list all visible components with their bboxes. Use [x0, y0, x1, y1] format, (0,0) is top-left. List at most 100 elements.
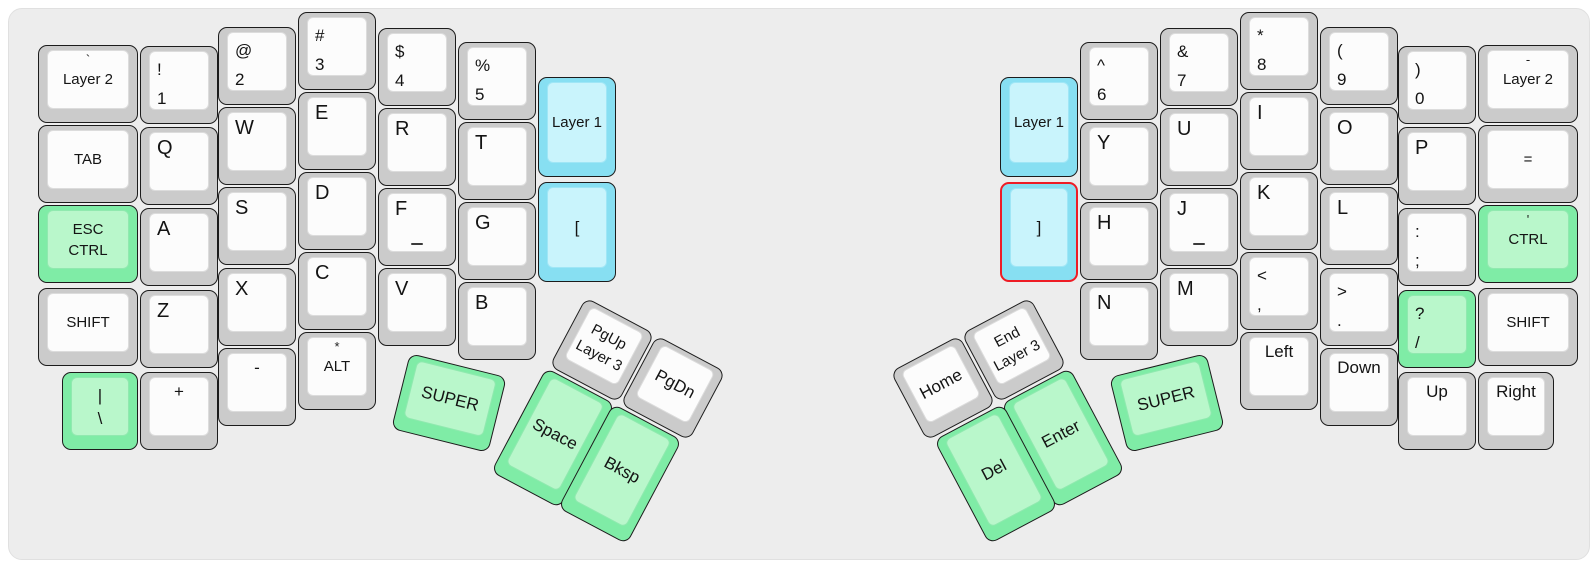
key-label: ?	[1415, 304, 1425, 323]
key-label-group: PgDn	[636, 345, 714, 423]
key-0-paren[interactable]: )0	[1398, 46, 1476, 124]
key-question-slash[interactable]: ?/	[1398, 290, 1476, 368]
key-u[interactable]: U	[1160, 108, 1238, 186]
key-label-group: N	[1097, 291, 1111, 316]
key-label: '	[1526, 212, 1530, 227]
homing-bump	[1193, 243, 1205, 245]
key-5-percent[interactable]: %5	[458, 42, 536, 120]
key-equals[interactable]: =	[1478, 125, 1578, 203]
key-y[interactable]: Y	[1080, 122, 1158, 200]
keycap-top: [	[547, 187, 607, 268]
key-left-bracket[interactable]: [	[538, 182, 616, 282]
keycap-top: F	[387, 193, 447, 252]
keycap-top: |\	[71, 377, 129, 436]
keycap-top: D	[307, 177, 367, 236]
key-a[interactable]: A	[140, 208, 218, 286]
key-c[interactable]: C	[298, 252, 376, 330]
key-g[interactable]: G	[458, 202, 536, 280]
key-plus[interactable]: +	[140, 372, 218, 450]
key-v[interactable]: V	[378, 268, 456, 346]
key-pipe-backslash[interactable]: |\	[62, 372, 138, 450]
key-period[interactable]: >.	[1320, 268, 1398, 346]
key-arrow-down[interactable]: Down	[1320, 348, 1398, 426]
key-label-group: #3	[315, 21, 324, 79]
key-o[interactable]: O	[1320, 107, 1398, 185]
key-l[interactable]: L	[1320, 187, 1398, 265]
keycap-top: *8	[1249, 17, 1309, 76]
key-label-group: A	[157, 217, 170, 242]
key-w[interactable]: W	[218, 107, 296, 185]
key-label-group: Z	[157, 299, 169, 324]
key-label: O	[1337, 117, 1353, 139]
key-1-exclaim[interactable]: !1	[140, 46, 218, 124]
key-t[interactable]: T	[458, 122, 536, 200]
key-8-asterisk[interactable]: *8	[1240, 12, 1318, 90]
key-label-group: SUPER	[404, 361, 495, 436]
key-2-at[interactable]: @2	[218, 27, 296, 105]
key-shift-left[interactable]: SHIFT	[38, 288, 138, 366]
keycap-top: =	[1487, 130, 1569, 189]
key-label: -	[1525, 52, 1531, 67]
key-label-group: Layer 2	[48, 51, 128, 108]
key-i[interactable]: I	[1240, 92, 1318, 170]
key-minus-left[interactable]: -	[218, 348, 296, 426]
key-layer1-left[interactable]: Layer 1	[538, 77, 616, 177]
key-6-caret[interactable]: ^6	[1080, 42, 1158, 120]
key-label: Y	[1097, 132, 1111, 154]
key-semicolon[interactable]: :;	[1398, 208, 1476, 286]
key-arrow-left[interactable]: Left	[1240, 332, 1318, 410]
keycap-top: @2	[227, 32, 287, 91]
key-n[interactable]: N	[1080, 282, 1158, 360]
key-shift-right[interactable]: SHIFT	[1478, 288, 1578, 366]
key-e[interactable]: E	[298, 92, 376, 170]
key-k[interactable]: K	[1240, 172, 1318, 250]
key-tab[interactable]: TAB	[38, 125, 138, 203]
keycap-top: X	[227, 273, 287, 332]
key-h[interactable]: H	[1080, 202, 1158, 280]
key-x[interactable]: X	[218, 268, 296, 346]
key-z[interactable]: Z	[140, 290, 218, 368]
key-label: I	[1257, 102, 1263, 124]
key-label: Enter	[1038, 416, 1084, 452]
keycap-top: P	[1407, 132, 1467, 191]
key-p[interactable]: P	[1398, 127, 1476, 205]
key-layer1-right[interactable]: Layer 1	[1000, 77, 1078, 177]
key-label: K	[1257, 182, 1271, 204]
key-label: X	[235, 278, 249, 300]
key-label: V	[395, 278, 409, 300]
key-q[interactable]: Q	[140, 127, 218, 205]
key-label-group: Home	[902, 345, 980, 423]
key-r[interactable]: R	[378, 108, 456, 186]
key-arrow-right[interactable]: Right	[1478, 372, 1554, 450]
keycap-top: J	[1169, 193, 1229, 252]
key-comma[interactable]: <,	[1240, 252, 1318, 330]
key-label-group: D	[315, 181, 329, 206]
key-3-hash[interactable]: #3	[298, 12, 376, 90]
keycap-top: Down	[1329, 353, 1389, 412]
key-j[interactable]: J	[1160, 188, 1238, 266]
key-label: Bksp	[600, 452, 644, 488]
keycap-top: )0	[1407, 51, 1467, 110]
key-7-amp[interactable]: &7	[1160, 28, 1238, 106]
key-4-dollar[interactable]: $4	[378, 28, 456, 106]
key-label-group: SHIFT	[1488, 294, 1568, 351]
key-f[interactable]: F	[378, 188, 456, 266]
key-label-group: X	[235, 277, 248, 302]
key-label: Layer 1	[1013, 114, 1065, 131]
key-arrow-up[interactable]: Up	[1398, 372, 1476, 450]
key-m[interactable]: M	[1160, 268, 1238, 346]
key-dash-layer2[interactable]: Layer 2-	[1478, 45, 1578, 123]
key-label-group: SUPER	[1120, 361, 1211, 436]
key-super-right[interactable]: SUPER	[1109, 353, 1225, 453]
key-9-paren[interactable]: (9	[1320, 27, 1398, 105]
key-super-left[interactable]: SUPER	[391, 353, 507, 453]
key-alt[interactable]: ALT*	[298, 332, 376, 410]
key-quote-ctrl[interactable]: CTRL'	[1478, 205, 1578, 283]
key-b[interactable]: B	[458, 282, 536, 360]
key-label-group: Layer 2	[1488, 51, 1568, 108]
key-right-bracket[interactable]: ]	[1000, 182, 1078, 282]
key-s[interactable]: S	[218, 187, 296, 265]
key-grave-layer2[interactable]: Layer 2`	[38, 45, 138, 123]
key-d[interactable]: D	[298, 172, 376, 250]
